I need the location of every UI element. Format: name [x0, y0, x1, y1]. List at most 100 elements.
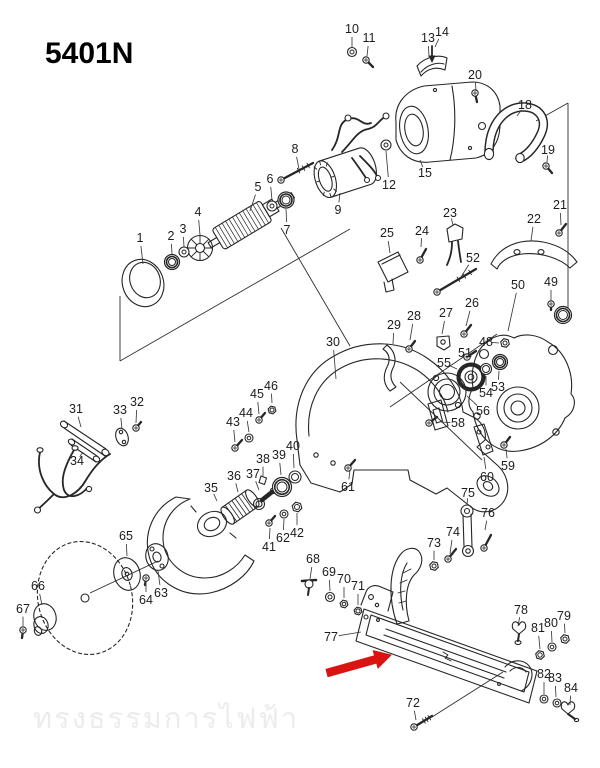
part-label-43: 43 — [226, 415, 240, 429]
part-label-59: 59 — [501, 459, 515, 473]
part-label-37: 37 — [246, 467, 260, 481]
screw-drawing — [444, 547, 458, 563]
leader-line-15 — [419, 159, 424, 168]
leader-line-3 — [183, 236, 185, 248]
part-label-65: 65 — [119, 529, 133, 543]
part-label-66: 66 — [31, 579, 45, 593]
part-label-18: 18 — [518, 98, 532, 112]
part-label-42: 42 — [290, 526, 304, 540]
part-label-27: 27 — [439, 306, 453, 320]
part-label-25: 25 — [380, 226, 394, 240]
leader-line-50 — [507, 292, 517, 332]
part-label-1: 1 — [137, 231, 144, 245]
part-label-10: 10 — [345, 22, 359, 36]
part-label-35: 35 — [204, 481, 218, 495]
nut-drawing — [560, 634, 570, 644]
switch-group-drawing — [377, 223, 578, 293]
leader-line-45 — [257, 401, 260, 415]
part-label-14: 14 — [435, 25, 449, 39]
handle-part18-drawing — [483, 102, 549, 164]
part-label-4: 4 — [195, 205, 202, 219]
part-label-73: 73 — [427, 536, 441, 550]
wing-nut-part78 — [511, 621, 527, 646]
part-label-51: 51 — [458, 346, 472, 360]
leader-line-13 — [427, 45, 430, 58]
leader-line-6 — [270, 186, 273, 201]
part-label-36: 36 — [227, 469, 241, 483]
leader-line-72 — [413, 710, 417, 721]
leader-line-76 — [484, 520, 488, 531]
leader-line-29 — [392, 332, 395, 345]
leader-line-74 — [449, 539, 453, 555]
highlight-arrow — [325, 650, 392, 678]
part-label-9: 9 — [335, 203, 342, 217]
part-label-64: 64 — [139, 593, 153, 607]
leader-line-69 — [328, 579, 331, 592]
arrow-mark-part14 — [428, 45, 436, 63]
leader-line-12 — [385, 150, 389, 178]
screw-drawing — [480, 533, 493, 552]
leader-line-59 — [505, 448, 508, 459]
assembly-bracket-lines — [89, 102, 569, 718]
part-label-41: 41 — [262, 540, 276, 554]
clip-part27 — [436, 335, 451, 351]
bracket-line — [431, 671, 504, 718]
model-number-title: 5401N — [45, 37, 133, 70]
part-label-62: 62 — [276, 531, 290, 545]
switch-part25 — [377, 251, 409, 293]
bracket-line — [389, 333, 498, 408]
part-label-48: 48 — [479, 335, 493, 349]
leader-line-35 — [213, 493, 218, 502]
part-label-77: 77 — [324, 630, 338, 644]
leader-line-22 — [530, 226, 534, 242]
part-label-83: 83 — [548, 671, 562, 685]
leader-line-14 — [434, 38, 440, 48]
leader-line-37 — [255, 481, 260, 491]
part-label-13: 13 — [421, 31, 435, 45]
part-label-7: 7 — [284, 223, 291, 237]
leader-line-77 — [338, 631, 362, 637]
motor-assembly-drawing — [121, 45, 501, 308]
baffle-part13 — [416, 55, 448, 77]
leader-line-1 — [140, 245, 144, 265]
leader-line-58 — [440, 421, 451, 423]
washer-drawing — [288, 470, 302, 484]
rear-cover-part22 — [490, 240, 578, 270]
part-label-72: 72 — [406, 696, 420, 710]
leader-line-68 — [309, 566, 313, 580]
part-label-81: 81 — [531, 621, 545, 635]
part-label-2: 2 — [168, 229, 175, 243]
part-label-75: 75 — [461, 486, 475, 500]
lever-part29 — [382, 344, 397, 392]
leader-line-2 — [171, 243, 173, 255]
leader-line-27 — [441, 320, 445, 335]
leader-line-40 — [292, 453, 295, 469]
nut-drawing — [267, 405, 277, 415]
part-label-3: 3 — [180, 222, 187, 236]
part-label-21: 21 — [553, 198, 567, 212]
saw-blade — [36, 540, 134, 656]
washer-drawing — [479, 362, 493, 376]
leader-line-20 — [475, 82, 477, 92]
leader-line-26 — [465, 310, 471, 327]
screw-drawing — [410, 714, 434, 731]
part-label-23: 23 — [443, 206, 457, 220]
part-label-79: 79 — [557, 609, 571, 623]
lead-wires — [331, 112, 390, 184]
leader-line-55 — [449, 365, 458, 370]
gear-housing-part50 — [468, 334, 575, 452]
leader-line-66 — [39, 593, 43, 606]
bracket-line — [89, 560, 159, 594]
leader-line-7 — [285, 208, 288, 223]
base-assembly-drawing — [300, 547, 580, 723]
retaining-ring-part1 — [121, 258, 165, 308]
part-label-24: 24 — [415, 224, 429, 238]
leader-line-75 — [466, 498, 468, 506]
part-label-69: 69 — [322, 565, 336, 579]
screw-drawing — [460, 323, 473, 338]
watermark-text: ทรงธรรมการไฟฟ้า — [33, 701, 299, 735]
washer-drawing — [244, 433, 254, 443]
leader-line-62 — [282, 518, 285, 531]
part-label-19: 19 — [541, 143, 555, 157]
